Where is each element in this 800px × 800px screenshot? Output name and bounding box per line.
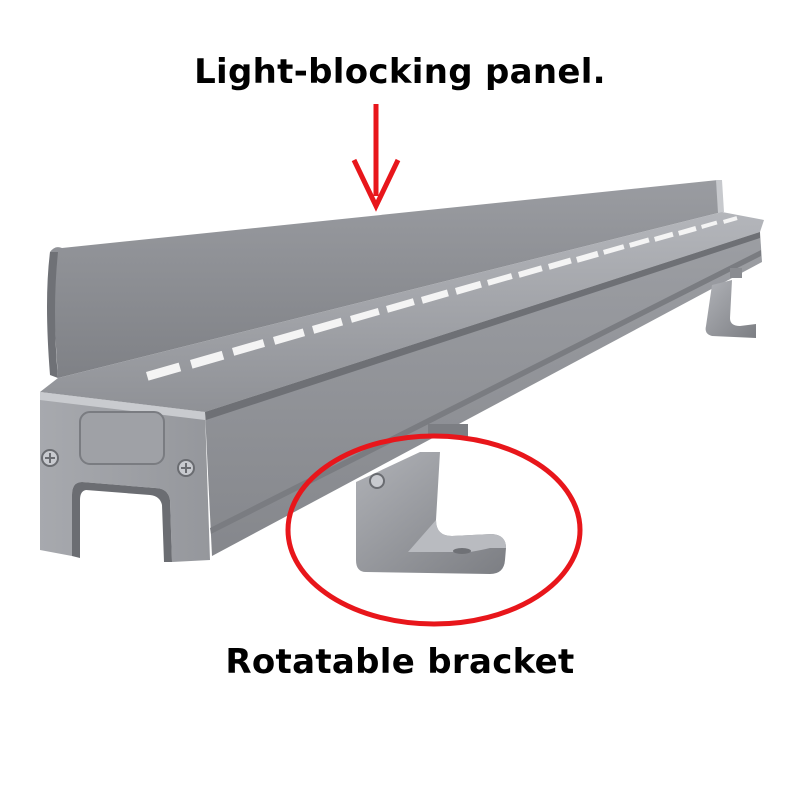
bar-top-face: [40, 212, 764, 412]
highlight-ellipse-icon: [285, 433, 583, 627]
led-window-row: [146, 216, 738, 381]
far-bracket: [705, 268, 756, 338]
screw-icon: [177, 459, 195, 477]
bar-side-body: [205, 232, 762, 556]
end-cap: [40, 392, 210, 562]
light-blocking-panel: [47, 180, 724, 378]
rotatable-bracket: [356, 424, 506, 574]
rotatable-bracket-label: Rotatable bracket: [225, 642, 575, 682]
down-arrow-icon: [351, 104, 401, 212]
screw-icon: [41, 449, 59, 467]
light-blocking-panel-label: Light-blocking panel.: [194, 52, 606, 92]
